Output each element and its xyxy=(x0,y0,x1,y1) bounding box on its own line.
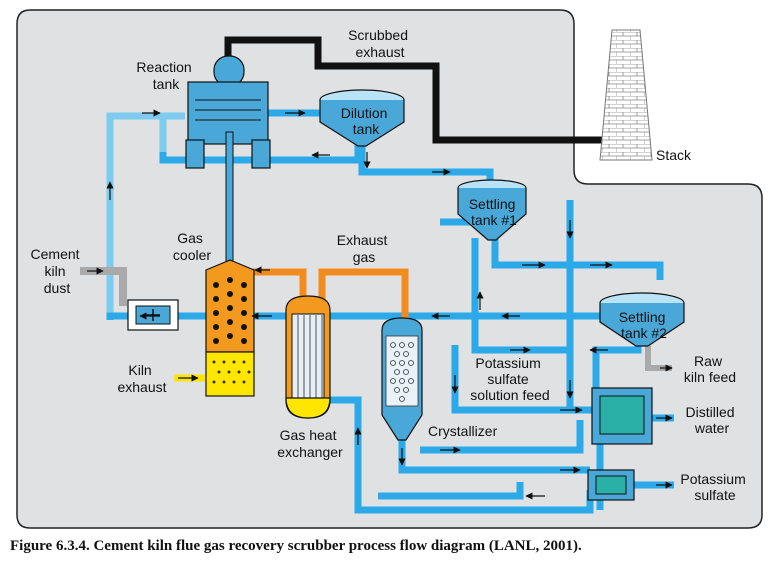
label-raw-kiln-feed: Raw kiln feed xyxy=(684,353,736,385)
label-reaction-tank: Reaction tank xyxy=(136,59,195,92)
label-potassium-sulfate: Potassium sulfate xyxy=(680,471,749,503)
settling-tank-2 xyxy=(599,292,685,347)
figure-caption: Figure 6.3.4. Cement kiln flue gas recov… xyxy=(10,538,582,554)
label-settling-tank-1: Settling tank #1 xyxy=(469,196,520,228)
reaction-tank xyxy=(185,55,271,263)
exhaust-gas-line xyxy=(252,268,409,318)
potassium-sulfate-unit xyxy=(587,469,635,501)
distilled-water-unit xyxy=(591,387,653,445)
label-gas-cooler: Gas cooler xyxy=(173,230,211,263)
mixer-box xyxy=(127,299,179,331)
label-potassium-sulfate-feed: Potassium sulfate solution feed xyxy=(470,355,549,403)
flow-arrows xyxy=(87,109,673,500)
label-kiln-exhaust: Kiln exhaust xyxy=(117,362,166,395)
process-flow-diagram: Scrubbed exhaust Reaction tank Dilution … xyxy=(16,9,763,529)
settling-tank-1 xyxy=(457,179,527,241)
label-stack: Stack xyxy=(656,147,692,163)
label-scrubbed-exhaust: Scrubbed exhaust xyxy=(348,27,412,60)
gas-heat-exchanger xyxy=(285,295,331,419)
gas-cooler xyxy=(205,259,255,397)
label-gas-heat-exchanger: Gas heat exchanger xyxy=(277,427,343,460)
label-crystallizer: Crystallizer xyxy=(428,423,498,439)
label-distilled-water: Distilled water xyxy=(686,404,739,436)
label-dilution-tank: Dilution tank xyxy=(341,105,392,137)
label-cement-kiln-dust: Cement kiln dust xyxy=(31,246,84,296)
stack-icon xyxy=(599,29,653,161)
scrubbed-exhaust-line xyxy=(224,36,630,144)
label-settling-tank-2: Settling tank #2 xyxy=(619,309,670,341)
crystallizer xyxy=(381,317,423,441)
label-exhaust-gas: Exhaust gas xyxy=(337,232,391,265)
dilution-tank xyxy=(319,89,405,147)
